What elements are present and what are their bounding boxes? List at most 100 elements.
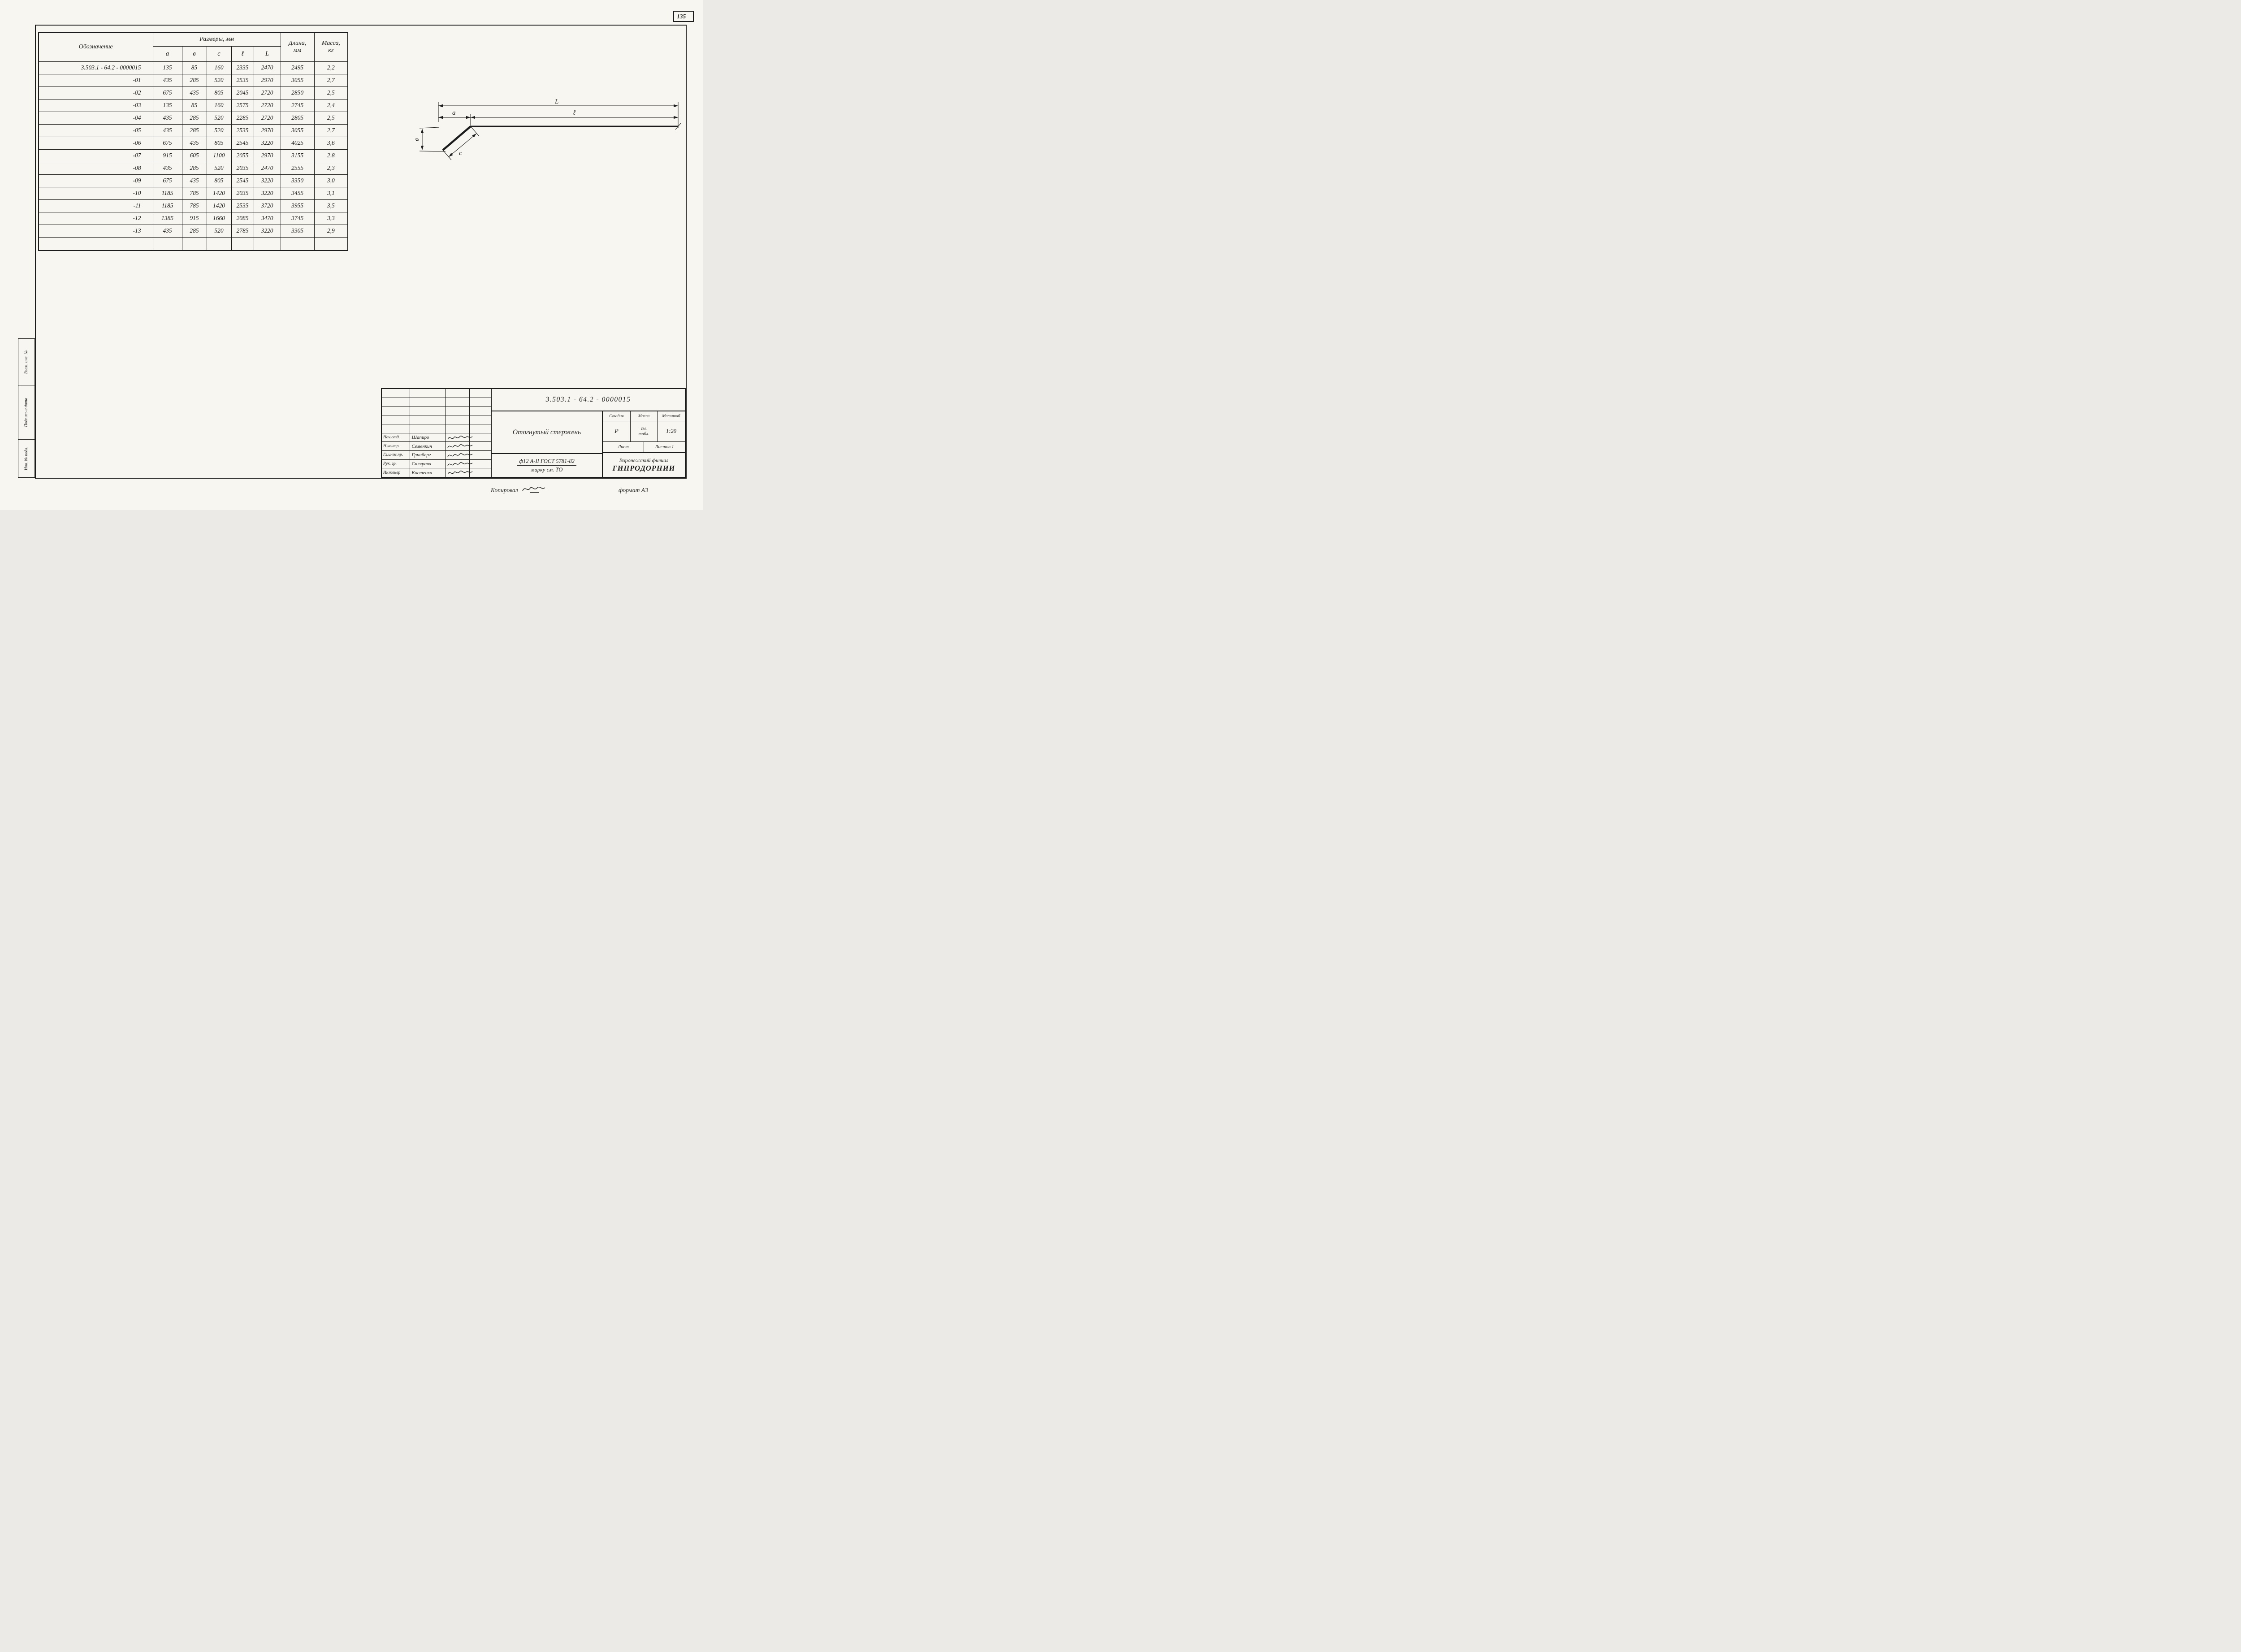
cell-L: 2470 [253,161,281,175]
cell-L: 2970 [253,124,281,137]
signature-grid: Нач.отд. Шапиро Н.контр. Семенкин [382,389,492,477]
format-note: формат А3 [619,487,648,493]
cell-L: 2970 [253,149,281,162]
table-row: -08 435 285 520 2035 2470 2555 2,3 [38,161,348,175]
copied-signature-mark [522,487,545,493]
signature-mark [445,433,473,442]
cell-designation: -08 [38,161,153,175]
header-sizes-group: Размеры, мм [152,32,281,47]
header-L: L [253,46,281,62]
copied-label: Копировал [491,487,518,493]
cell-L: 2470 [253,61,281,74]
drawing-sheet: 135 Взам. инв. № Подпись и дата Инв. № п… [0,0,703,510]
sheet-number: 135 [677,13,686,20]
cell-l: 2035 [231,186,254,200]
signer-date [469,433,491,442]
cell-designation: -10 [38,186,153,200]
cell-c: 1660 [206,212,232,225]
dim-label-L: L [554,98,558,105]
table-row: 3.503.1 - 64.2 - 0000015 135 85 160 2335… [38,61,348,74]
cell-L: 3220 [253,186,281,200]
signer-name: Костенка [409,468,445,477]
cell-designation: 3.503.1 - 64.2 - 0000015 [38,61,153,74]
cell-length: 2495 [280,61,315,74]
table-row: -06 675 435 805 2545 3220 4025 3,6 [38,136,348,150]
strip-label: Инв. № подл. [24,446,29,471]
cell-b: 285 [182,111,207,125]
sheet-number-box: 135 [673,11,694,22]
cell-designation: -02 [38,86,153,99]
signature-mark [445,468,473,477]
cell-designation: -04 [38,111,153,125]
material-line1: ф12 А-II ГОСТ 5781-82 [517,458,576,466]
copied-note: Копировал [491,484,547,494]
dim-label-l: ℓ [573,109,575,117]
cell-L: 3220 [253,136,281,150]
signature-empty-row [382,397,491,407]
signature-row: Инженер Костенка [382,468,491,477]
scale-value: 1:20 [657,421,685,441]
cell-c: 805 [206,174,232,187]
organization-line1: Воронежский филиал [619,457,669,463]
cell-mass: 2,5 [314,111,348,125]
table-row: -09 675 435 805 2545 3220 3350 3,0 [38,174,348,187]
cell-mass: 3,1 [314,186,348,200]
rod-bent-segment [442,125,472,151]
header-b: в [182,46,207,62]
cell-a: 1385 [152,212,182,225]
cell-b: 85 [182,61,207,74]
header-c: c [206,46,232,62]
cell-length: 2745 [280,99,315,112]
strip-section-vzam: Взам. инв. № [18,339,35,385]
rod-end-tick [675,123,681,130]
cell-c: 520 [206,111,232,125]
cell-designation: -05 [38,124,153,137]
cell-length: 4025 [280,136,315,150]
cell-l: 2535 [231,124,254,137]
cell-mass: 2,7 [314,74,348,87]
cell-c: 520 [206,224,232,238]
cell-c: 1420 [206,199,232,212]
signer-role: Рук. гр. [383,461,397,466]
signature-mark [445,450,473,459]
table-row: -07 915 605 1100 2055 2970 3155 2,8 [38,149,348,162]
cell-length: 3350 [280,174,315,187]
material-spec: ф12 А-II ГОСТ 5781-82 марку см. ТО [492,453,603,477]
cell-mass: 3,5 [314,199,348,212]
scale-label: Масштаб [657,411,685,421]
drawing-frame [35,25,687,479]
dimension-line-c [448,133,477,157]
document-number: 3.503.1 - 64.2 - 0000015 [492,389,685,411]
cell-a: 675 [152,86,182,99]
cell-c: 805 [206,86,232,99]
bent-rod-diagram: L a ℓ в с [413,98,695,167]
signer-name: Семенкин [409,442,445,450]
cell-c: 1100 [206,149,232,162]
cell-designation: -11 [38,199,153,212]
ext-line-c-top [470,126,480,137]
cell-a: 675 [152,136,182,150]
signer-role: Инженер [383,470,401,475]
mass-value: см. табл. [630,421,657,441]
cell-l: 2575 [231,99,254,112]
cell-mass: 2,7 [314,124,348,137]
signer-date [469,450,491,459]
title-block: Нач.отд. Шапиро Н.контр. Семенкин [381,388,686,478]
cell-mass: 2,8 [314,149,348,162]
cell-a: 435 [152,161,182,175]
signature-row: Рук. гр. Склярава [382,459,491,468]
cell-c: 160 [206,99,232,112]
cell-mass: 3,3 [314,212,348,225]
header-length: Длина, мм [280,32,315,62]
table-row: -04 435 285 520 2285 2720 2805 2,5 [38,111,348,125]
cell-a: 1185 [152,199,182,212]
signature-row: Н.контр. Семенкин [382,441,491,450]
cell-l: 2545 [231,136,254,150]
cell-L: 3720 [253,199,281,212]
cell-b: 915 [182,212,207,225]
cell-c: 1420 [206,186,232,200]
table-row: -03 135 85 160 2575 2720 2745 2,4 [38,99,348,112]
cell-mass: 2,9 [314,224,348,238]
cell-length: 3055 [280,124,315,137]
cell-b: 435 [182,174,207,187]
